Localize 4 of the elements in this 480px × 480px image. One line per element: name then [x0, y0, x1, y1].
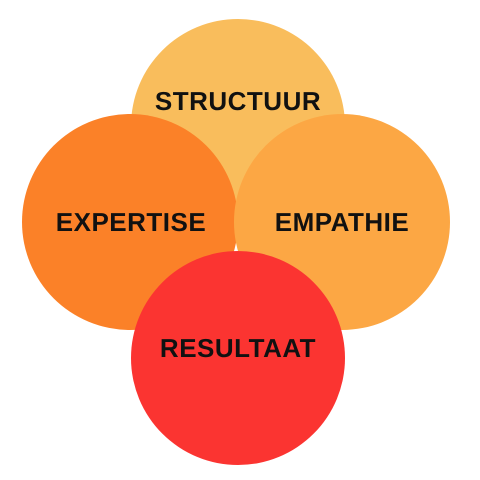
circle-label: EMPATHIE	[274, 206, 410, 238]
circle-label: RESULTAAT	[160, 332, 316, 364]
circle-label: EXPERTISE	[56, 206, 206, 238]
circle-label: STRUCTUUR	[154, 86, 322, 116]
